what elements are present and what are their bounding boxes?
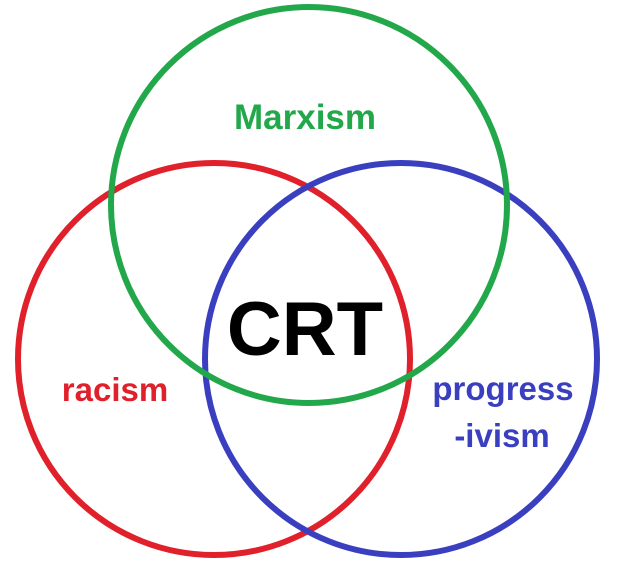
crt-label: CRT [227, 287, 383, 372]
marxism-circle [108, 4, 510, 406]
progressivism-label-line2: -ivism [454, 417, 549, 454]
marxism-label: Marxism [234, 98, 376, 137]
racism-label: racism [62, 371, 168, 408]
progressivism-circle [202, 160, 600, 558]
racism-circle [15, 160, 413, 558]
progressivism-label-line1: progress [432, 370, 573, 407]
